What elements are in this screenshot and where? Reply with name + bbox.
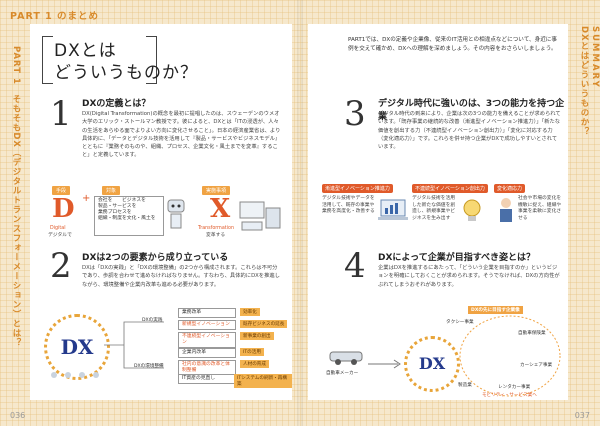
section-2-heading: DXは2つの要素から成り立っている [82,253,229,263]
section-4-heading: DXによって企業が目指すべき姿とは？ [378,253,536,263]
bracket-left [42,36,53,84]
note-efficiency: 効率化 [240,308,260,316]
right-page-number: 037 [574,411,590,420]
automaker-label: 自動車メーカー [326,371,359,376]
biz-rental: レンタカー事業 [498,385,531,390]
machine-illustration [238,198,282,234]
biz-carshare: カーシェア事業 [520,363,553,368]
bracket-right [146,36,157,84]
x-letter: X [210,194,231,224]
car-illustration [326,346,366,366]
main-title-line2: どういうものか？ [54,63,198,83]
section-1-heading: DXの定義とは？ [82,99,151,109]
biz-insurance: 自動車保険業 [518,331,546,336]
dx-hub-circle: DX [404,336,460,392]
col-target-label: 対象 [102,186,121,195]
right-card: PART1では、DXの定義や企業像、従来のIT活用との相違点などについて、身近に… [308,24,568,400]
robot-illustration [164,196,188,232]
target-company-pill: DXの先に目指す企業像 [468,306,523,314]
col-action-label: 実施事項 [202,186,231,195]
capability-1-badge: 漸進型イノベーション推進力 [322,184,393,193]
d-letter: D [52,194,75,224]
section-3-body: デジタル時代の到来により、企業は次の3つの能力を備えることが求められています。「… [378,111,561,151]
note-new-business: 新事業の創出 [240,332,274,340]
biz-taxi: タクシー事業 [446,320,474,325]
summary-title: DXとはどういうものか？ [579,26,589,137]
main-title-line1: DXとは [54,41,117,61]
capability-3-text: 社会や市場の変化を機敏に捉え、組織や事業を柔軟に変化させる [518,196,562,221]
intro-text: PART1では、DXの定義や企業像、従来のIT活用との相違点などについて、身近に… [348,37,557,52]
section-4-body: 企業はDXを推進するにあたって、「どういう企業を目指すのか」というビジョンを明確… [378,265,560,288]
section-1-number: 1 [50,94,72,134]
mobility-ring [458,314,562,398]
left-page: PART 1 のまとめ PART 1 そもそもDX（デジタルトランスフォーメーシ… [10,11,292,420]
connector-lines [104,310,164,380]
summary-tag: SUMMARY [590,26,600,89]
section-2-body: DXは「DXの実践」と「DXの環境整備」の2つから構成されます。これらは不可分で… [82,265,280,288]
capability-2-text: デジタル技術を活用した新たな価値を創造し、新規事業やビジネスを生み出す [412,196,456,221]
lightbulb-illustration [458,196,486,224]
x-jp: 変革する [206,233,226,238]
dx-circle: DX [44,314,110,380]
section-3-heading: デジタル時代に強いのは、3つの能力を持つ企業 [378,99,565,122]
item-discontinuous-innovation: 不連続型イノベーション [178,332,236,348]
capability-2-badge: 不連続型イノベーション創出力 [412,184,488,193]
dx-environment-label: DXの環境整備 [134,364,164,369]
gutter-shadow [297,0,303,426]
left-card: DXとは どういうものか？ 1 DXの定義とは？ DX(Digital Tran… [30,24,292,400]
section-3-number: 3 [344,94,366,134]
section-1-body: DX(Digital Transformation)の概念を最初に提唱したのは、… [82,111,281,159]
x-sub: Transformation [198,226,234,231]
left-page-number: 036 [10,411,26,420]
item-it-asset-review: IT資産の見直し [178,374,236,384]
part-header: PART 1 のまとめ [10,11,100,22]
people-illustration [46,370,106,384]
note-it-utilization: ITの活用 [240,348,264,356]
main-title: DXとは どういうものか？ [54,40,198,84]
note-it-rebuild: ITシステムの刷新・再構築 [234,374,292,388]
plus-sign: + [82,193,91,204]
col-means-label: 手段 [52,186,71,195]
laptop-chart-illustration [378,198,408,222]
left-vertical-title: PART 1 そもそもDX（デジタルトランスフォーメーション）とは？ [11,46,21,348]
targets-box: 会社を ビジネスを 製品・サービスを 業務プロセスを 組織・制度を文化・風土を [94,196,164,236]
right-vertical-title: SUMMARY DXとはどういうものか？ [578,26,600,137]
item-internal-reform: 企業内改革 [178,348,236,358]
arrow-to-dx [368,354,402,369]
biz-manufacturing: 製造業 [458,383,472,388]
capability-3-badge: 変化適応力 [494,184,526,193]
dx-practice-label: DXの実践 [142,318,163,323]
d-sub: Digital [50,226,66,231]
item-incremental-innovation: 新規型イノベーション [178,320,236,330]
biz-mobility-service: モビリティ・サービス業へ [482,393,537,398]
section-4-number: 4 [344,246,366,286]
d-jp: デジタルで [48,233,72,238]
note-extension: 既存ビジネスの延長 [240,320,288,328]
note-talent: 人材の育成 [240,360,269,368]
item-business-reform: 業務改革 [178,308,236,318]
section-2-number: 2 [50,246,72,286]
right-page: SUMMARY DXとはどういうものか？ PART1では、DXの定義や企業像、従… [300,0,600,426]
capability-1-text: デジタル技術やデータを活用して、既存の事業や業務を高度化・改善する [322,196,375,214]
person-illustration [496,196,516,224]
